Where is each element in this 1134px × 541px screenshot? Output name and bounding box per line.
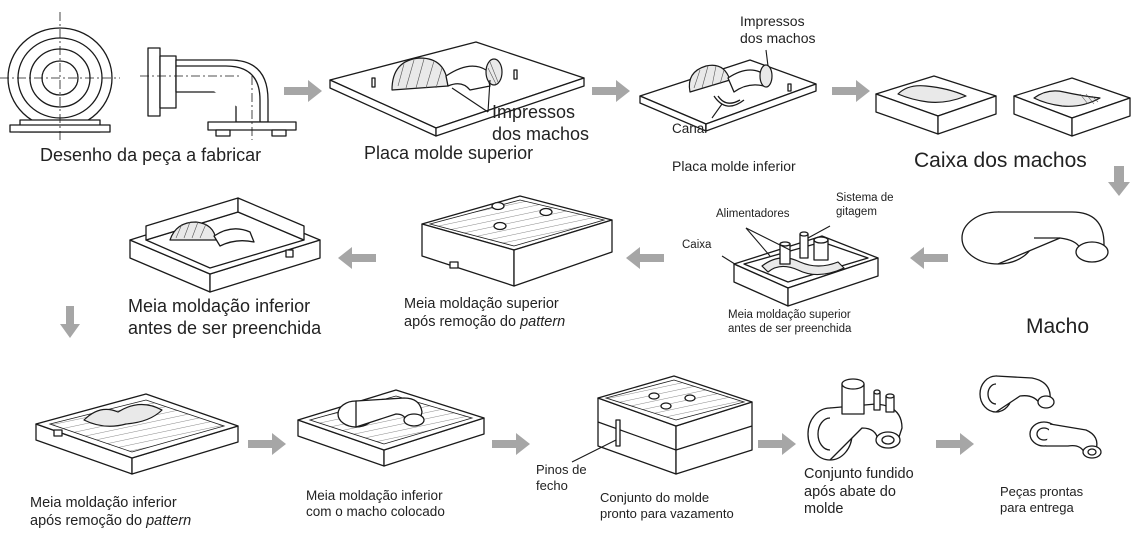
casting-illustration	[807, 378, 903, 461]
finished-parts-illustration	[979, 375, 1102, 459]
drag-with-core-illustration	[297, 389, 485, 467]
core-box-illustration	[875, 75, 1131, 137]
label-line-1: Meia moldação inferior	[128, 296, 311, 316]
label-line-2: antes de ser preenchida	[728, 323, 852, 336]
drag-flask-illustration	[129, 197, 321, 293]
drag-after-removal-illustration	[35, 393, 239, 475]
callout-line-1: Impressos	[740, 13, 805, 29]
step-label-part-drawing: Desenho da peça a fabricar	[40, 145, 262, 165]
label-line-2-prefix: após remoção do	[30, 512, 147, 529]
step-label-mold-assembly: Conjunto do molde pronto para vazamento	[600, 490, 734, 522]
callout-line-1: Sistema de	[836, 192, 894, 204]
callout-core-prints-lower: Impressos dos machos	[740, 13, 815, 47]
step-label-casting: Conjunto fundido após abate do molde	[804, 466, 914, 519]
lower-pattern-plate-illustration	[639, 49, 817, 132]
label-line-2: pronto para vazamento	[600, 505, 734, 521]
flow-arrow	[284, 80, 322, 102]
label-line-1: Meia moldação inferior	[30, 495, 177, 511]
label-line-1: Conjunto fundido	[804, 466, 914, 482]
flow-arrow	[936, 433, 974, 455]
flow-arrow	[248, 433, 286, 455]
callout-runner: Canal	[672, 121, 708, 136]
step-label-drag-with-core: Meia moldação inferior com o macho coloc…	[306, 488, 445, 521]
cope-after-removal-illustration	[421, 195, 613, 287]
callout-feeders: Alimentadores	[716, 208, 790, 220]
part-drawing-illustration	[0, 12, 297, 140]
mold-assembly-illustration	[571, 375, 753, 475]
callout-line-2: dos machos	[740, 30, 816, 47]
core-illustration	[961, 211, 1109, 265]
label-line-1: Meia moldação superior	[728, 309, 851, 321]
flow-arrow	[626, 247, 664, 269]
step-label-finished-parts: Peças prontas para entrega	[1000, 484, 1083, 516]
flow-arrow	[832, 80, 870, 102]
callout-line-1: Pinos de	[536, 462, 587, 477]
label-line-1: Meia moldação inferior	[306, 488, 443, 503]
flow-arrow	[338, 247, 376, 269]
upper-pattern-plate-illustration	[329, 41, 585, 137]
step-label-core: Macho	[1026, 315, 1090, 338]
label-line-2-prefix: após remoção do	[404, 313, 521, 330]
label-line-2-italic: pattern	[146, 512, 192, 529]
step-label-cope-before-filling: Meia moldação superior antes de ser pree…	[728, 308, 851, 336]
label-line-2: após abate do	[804, 483, 896, 500]
label-line-2-italic: pattern	[520, 313, 566, 330]
flow-arrow	[60, 306, 80, 338]
label-line-1: Conjunto do molde	[600, 490, 710, 505]
label-line-1: Meia moldação superior	[404, 296, 559, 312]
step-label-drag-after-removal: Meia moldação inferior após remoção do p…	[30, 495, 191, 530]
label-line-2: antes de ser preenchida	[128, 317, 322, 338]
label-line-3: molde	[804, 501, 844, 518]
flow-arrow	[910, 247, 948, 269]
step-label-upper-pattern-plate: Placa molde superior	[364, 143, 534, 163]
flow-arrow	[592, 80, 630, 102]
cope-flask-illustration	[721, 225, 879, 307]
step-label-core-box: Caixa dos machos	[914, 149, 1087, 172]
callout-core-prints-upper: Impressos dos machos	[492, 102, 589, 146]
callout-line-2: gitagem	[836, 206, 877, 219]
label-line-1: Peças prontas	[1000, 484, 1084, 499]
callout-line-2: dos machos	[492, 123, 590, 144]
step-label-cope-after-removal: Meia moldação superior após remoção do p…	[404, 296, 565, 331]
flow-arrow	[492, 433, 530, 455]
callout-flask: Caixa	[682, 239, 712, 251]
label-line-2: com o macho colocado	[306, 504, 445, 520]
callout-line-2: fecho	[536, 477, 568, 493]
label-line-2: para entrega	[1000, 499, 1074, 515]
callout-gating-system: Sistema de gitagem	[836, 191, 894, 219]
flow-arrow	[1108, 166, 1130, 196]
callout-line-1: Impressos	[492, 102, 576, 122]
callout-closing-pins: Pinos de fecho	[536, 462, 587, 494]
step-label-drag-before-filling: Meia moldação inferior antes de ser pree…	[128, 296, 321, 340]
step-label-lower-pattern-plate: Placa molde inferior	[672, 158, 796, 174]
flow-arrow	[758, 433, 796, 455]
